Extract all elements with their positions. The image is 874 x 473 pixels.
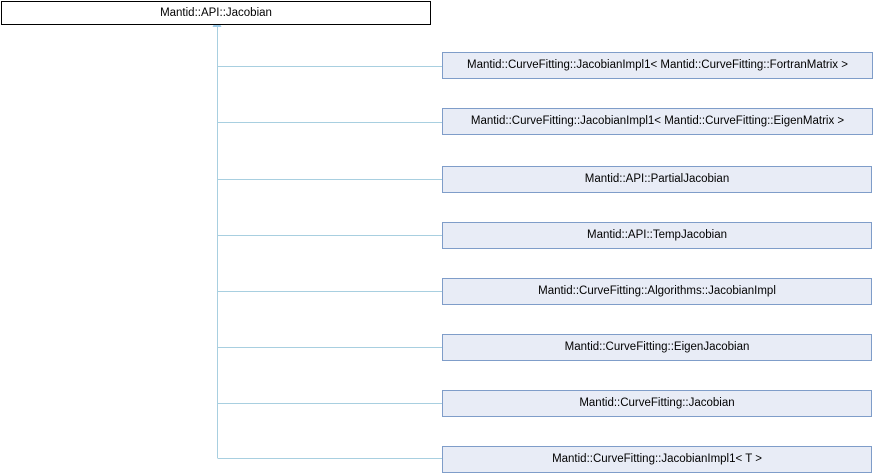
- class-node-derived[interactable]: Mantid::CurveFitting::JacobianImpl1< T >: [442, 446, 872, 473]
- class-node-root[interactable]: Mantid::API::Jacobian: [1, 1, 431, 25]
- class-node-label: Mantid::CurveFitting::EigenJacobian: [564, 341, 750, 354]
- class-node-derived[interactable]: Mantid::CurveFitting::EigenJacobian: [442, 334, 872, 361]
- class-node-label: Mantid::API::Jacobian: [160, 6, 272, 19]
- class-node-derived[interactable]: Mantid::API::TempJacobian: [442, 222, 872, 249]
- class-node-derived[interactable]: Mantid::CurveFitting::Algorithms::Jacobi…: [442, 278, 872, 305]
- class-node-label: Mantid::CurveFitting::JacobianImpl1< T >: [552, 453, 762, 466]
- class-node-label: Mantid::API::PartialJacobian: [584, 173, 730, 186]
- class-node-derived[interactable]: Mantid::CurveFitting::JacobianImpl1< Man…: [442, 52, 873, 79]
- class-node-label: Mantid::API::TempJacobian: [587, 229, 727, 242]
- class-node-label: Mantid::CurveFitting::Algorithms::Jacobi…: [538, 285, 776, 298]
- class-node-derived[interactable]: Mantid::API::PartialJacobian: [442, 166, 872, 193]
- class-node-label: Mantid::CurveFitting::JacobianImpl1< Man…: [467, 59, 848, 72]
- class-node-label: Mantid::CurveFitting::Jacobian: [579, 397, 735, 410]
- class-node-derived[interactable]: Mantid::CurveFitting::JacobianImpl1< Man…: [442, 108, 873, 135]
- class-node-derived[interactable]: Mantid::CurveFitting::Jacobian: [442, 390, 872, 417]
- class-node-label: Mantid::CurveFitting::JacobianImpl1< Man…: [470, 115, 845, 128]
